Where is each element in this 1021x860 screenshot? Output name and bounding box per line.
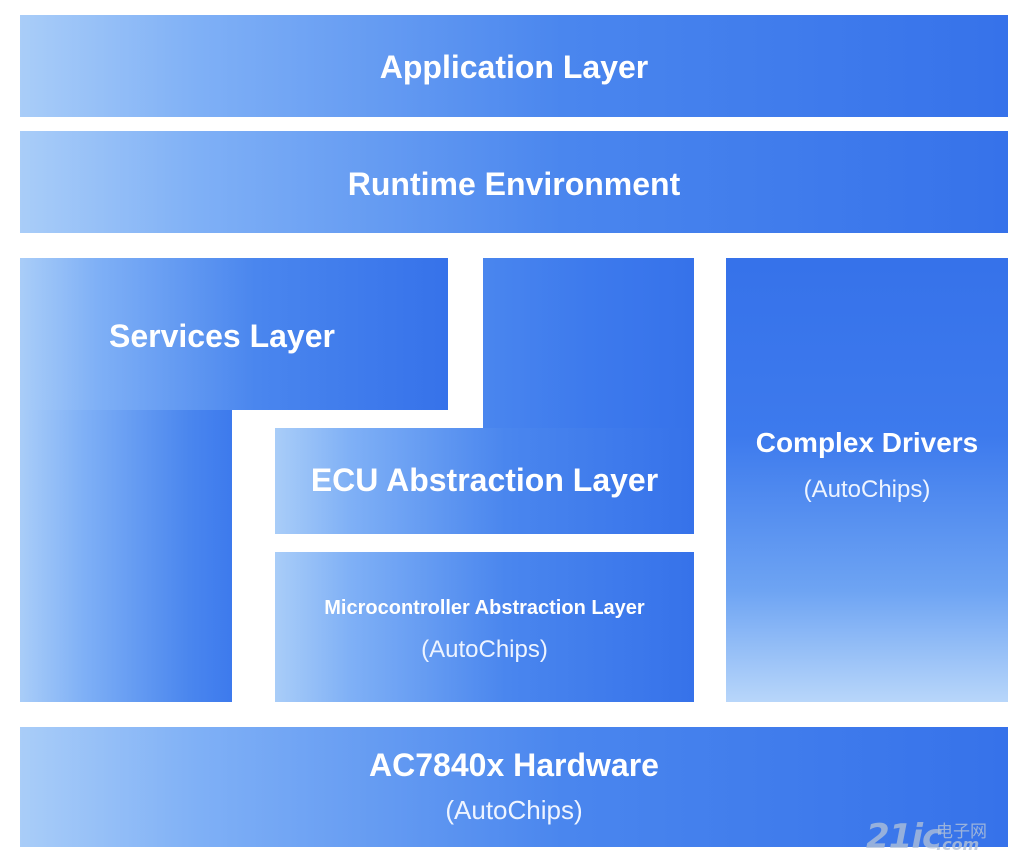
- ecu-abstraction-layer-block-vertical: [483, 258, 694, 430]
- runtime-environment-block: Runtime Environment: [20, 131, 1008, 233]
- application-layer-block: Application Layer: [20, 15, 1008, 117]
- complex-drivers-block: Complex Drivers (AutoChips): [726, 258, 1008, 702]
- watermark-chinese: 电子网: [936, 822, 987, 842]
- runtime-environment-title: Runtime Environment: [347, 166, 681, 202]
- mcal-block: Microcontroller Abstraction Layer (AutoC…: [275, 552, 694, 702]
- complex-drivers-vendor: (AutoChips): [803, 476, 931, 503]
- watermark-logo: 21ic 电子网 .com: [866, 815, 1012, 857]
- watermark-domain: .com: [936, 835, 980, 854]
- watermark-number: 21ic: [866, 817, 942, 857]
- ecu-abstraction-layer-block: ECU Abstraction Layer: [275, 428, 694, 534]
- services-layer-title: Services Layer: [109, 318, 335, 354]
- ecu-abstraction-layer-title: ECU Abstraction Layer: [310, 462, 659, 498]
- hardware-vendor: (AutoChips): [445, 795, 583, 825]
- services-layer-block-vertical: [20, 409, 232, 702]
- mcal-title: Microcontroller Abstraction Layer: [324, 597, 645, 619]
- services-layer-block: Services Layer: [20, 258, 448, 410]
- complex-drivers-title: Complex Drivers: [755, 427, 979, 458]
- hardware-title: AC7840x Hardware: [369, 747, 659, 783]
- hardware-block: AC7840x Hardware (AutoChips): [20, 727, 1008, 847]
- application-layer-title: Application Layer: [379, 49, 649, 85]
- mcal-vendor: (AutoChips): [421, 636, 548, 663]
